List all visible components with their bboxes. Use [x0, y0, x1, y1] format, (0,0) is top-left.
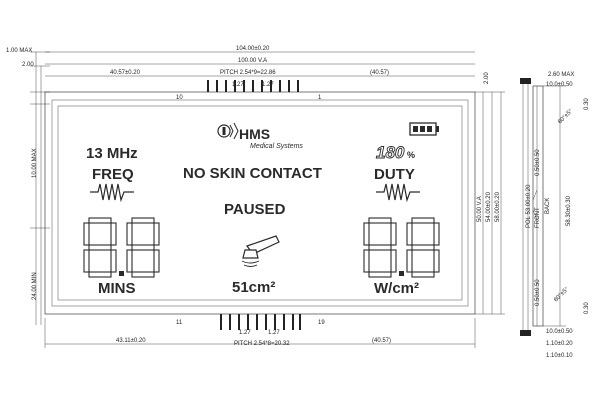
dim-side-050-top: 0.50±0.50: [535, 149, 541, 176]
right-seven-seg-display: [363, 217, 440, 278]
dim-side-1010-top: 10.0±0.50: [546, 82, 573, 88]
dim-side-110-a: 1.10±0.20: [546, 341, 573, 347]
label-back: BACK: [545, 198, 551, 214]
left-digit-2: [126, 217, 160, 278]
left-decimal-point: [119, 271, 124, 276]
dim-right-2: 2.00: [484, 72, 490, 84]
paused-message: PAUSED: [224, 201, 286, 218]
pin-label-10: 10: [176, 95, 183, 101]
left-seven-seg-display: [83, 217, 160, 278]
dim-pol: POL 53.00±0.20: [526, 184, 532, 228]
dim-overall-width: 104.00±0.20: [236, 46, 270, 52]
duty-label: DUTY: [374, 166, 415, 183]
freq-label: FREQ: [92, 166, 134, 183]
dim-24-min: 24.00 MIN: [32, 272, 38, 300]
top-dimensions: 104.00±0.20 100.00 V.A 40.57±0.20 PITCH …: [45, 46, 490, 88]
wcm-label: W/cm²: [374, 280, 419, 297]
bottom-pins: [220, 314, 301, 330]
dim-side-260: 2.60 MAX: [548, 72, 574, 78]
right-decimal-point: [399, 271, 404, 276]
dim-right-4057-bottom: (40.57): [372, 338, 391, 344]
dim-1-max: 1.00 MAX: [6, 48, 32, 54]
dim-left-2: 2.00: [22, 62, 34, 68]
dim-54-height: 54.00±0.20: [486, 191, 492, 222]
right-dimensions: 50.00 V.A 54.00±0.20 58.00±0.20: [475, 91, 505, 315]
dim-side-110-b: 1.10±0.10: [546, 353, 573, 359]
dim-58-height: 58.00±0.20: [495, 191, 501, 222]
dim-right-4057-top: (40.57): [370, 70, 389, 76]
duty-unit: %: [407, 150, 415, 160]
dim-pin-127-c: 1.27: [239, 330, 251, 336]
dim-side-030-top: 0.30: [584, 98, 590, 110]
pin-label-1: 1: [318, 95, 322, 101]
dim-va-height: 50.00 V.A: [477, 196, 483, 222]
lcd-outline: 10 1 11 19: [44, 80, 476, 330]
top-pins: [207, 80, 299, 92]
dim-va-width: 100.00 V.A: [238, 58, 267, 64]
side-view: POL 53.00±0.20 0.50±0.50 FRONT BACK 0.50…: [520, 72, 590, 359]
mins-label: MINS: [98, 280, 136, 297]
dim-side-050-bottom: 0.50±0.50: [535, 279, 541, 306]
pin-label-19: 19: [318, 320, 325, 326]
logo-subtitle: Medical Systems: [250, 143, 303, 150]
dim-side-5830: 58.30±0.30: [566, 195, 572, 226]
dim-bottom-4311: 43.11±0.20: [116, 338, 146, 344]
duty-readout: 180 %: [376, 143, 415, 163]
left-digit-1: [83, 217, 117, 278]
hms-logo: HMS Medical Systems: [217, 122, 303, 150]
freq-mhz-label: 13 MHz: [86, 145, 138, 162]
right-digit-2: [406, 217, 440, 278]
dim-left-4057: 40.57±0.20: [110, 70, 141, 76]
lcd-content: HMS Medical Systems 13 MHz FREQ NO SKIN …: [83, 122, 440, 297]
transducer-icon: [241, 235, 280, 267]
dim-pitch-top: PITCH 2.54*9=22.86: [220, 70, 276, 76]
dim-side-030-bottom: 0.30: [584, 302, 590, 314]
dim-pin-127-b: 1.27: [262, 82, 274, 88]
area-label: 51cm²: [232, 279, 275, 296]
dim-side-1010-bottom: 10.0±0.50: [546, 329, 573, 335]
bottom-dimensions: 1.27 1.27 43.11±0.20 PITCH 2.54*8=20.32 …: [44, 318, 476, 348]
left-wave-icon: [90, 183, 134, 203]
left-dimensions: 1.00 MAX 2.00 10.00 MAX 24.00 MIN: [6, 48, 50, 325]
dim-side-angle-bottom: 60°±5°: [553, 286, 570, 303]
battery-icon: [409, 122, 439, 136]
dim-pin-127-a: 1.27: [232, 82, 244, 88]
logo-name: HMS: [239, 126, 270, 142]
right-digit-1: [363, 217, 397, 278]
no-skin-contact-message: NO SKIN CONTACT: [183, 165, 322, 182]
dim-10-max: 10.00 MAX: [32, 148, 38, 178]
right-wave-icon: [376, 183, 420, 203]
dim-pitch-bottom: PITCH 2.54*8=20.32: [234, 341, 290, 347]
dim-pin-127-d: 1.27: [268, 330, 280, 336]
label-front: FRONT: [535, 207, 541, 228]
dim-side-angle-top: 60°±5°: [557, 108, 574, 125]
pin-label-11: 11: [176, 320, 183, 326]
duty-digits: 180: [376, 143, 405, 162]
